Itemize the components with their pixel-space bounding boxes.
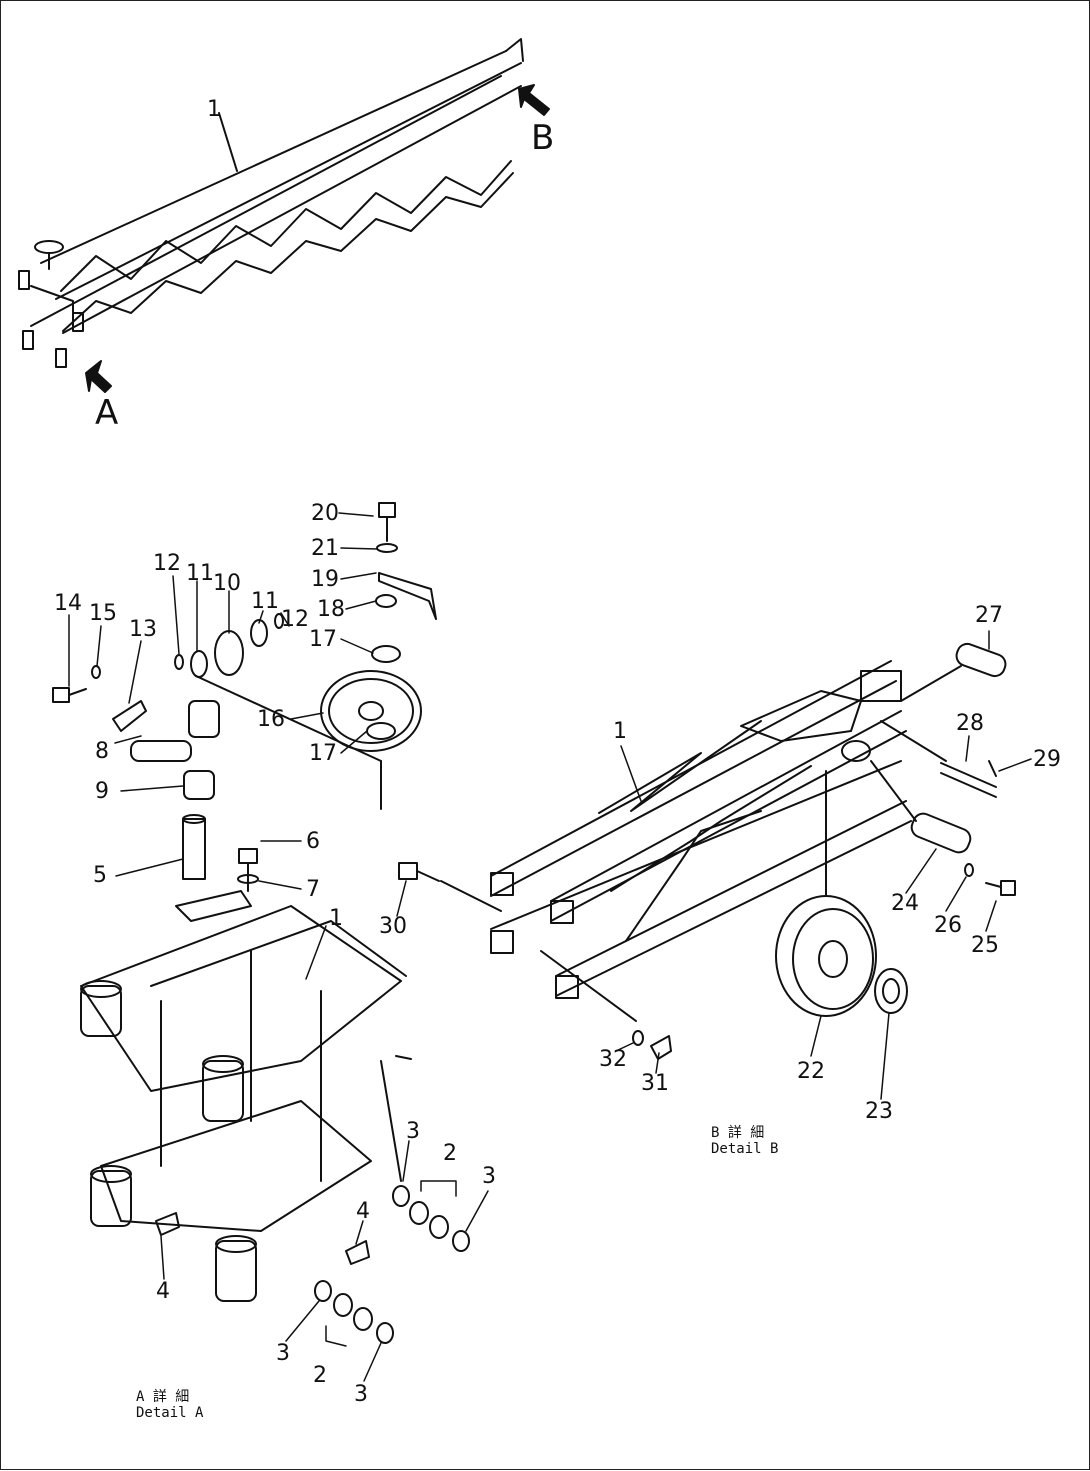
callout-12: 12 — [281, 607, 309, 632]
callout-3: 3 — [276, 1341, 290, 1366]
callout-18: 18 — [317, 597, 345, 622]
callout-4: 4 — [156, 1279, 170, 1304]
callout-6: 6 — [306, 829, 320, 854]
detail-b-caption-jp: B 詳 細 — [711, 1125, 765, 1141]
arrow-b-icon — [518, 84, 550, 116]
callout-28: 28 — [956, 711, 984, 736]
detail-b-caption: B 詳 細 Detail B — [711, 1125, 778, 1157]
callout-3: 3 — [482, 1164, 496, 1189]
callout-16: 16 — [257, 707, 285, 732]
detail-a-caption: A 詳 細 Detail A — [136, 1389, 203, 1421]
callout-10: 10 — [213, 571, 241, 596]
callout-21: 21 — [311, 536, 339, 561]
callout-17: 17 — [309, 627, 337, 652]
callout-23: 23 — [865, 1099, 893, 1124]
detail-b-caption-en: Detail B — [711, 1141, 779, 1158]
callout-25: 25 — [971, 933, 999, 958]
callout-3: 3 — [354, 1382, 368, 1407]
detail-a-caption-jp: A 詳 細 — [136, 1389, 190, 1405]
callout-9: 9 — [95, 779, 109, 804]
callout-8: 8 — [95, 739, 109, 764]
detail-b-drawing — [398, 642, 1016, 1060]
callout-11: 11 — [251, 589, 279, 614]
callout-14: 14 — [54, 591, 82, 616]
arrow-b-label: B — [531, 118, 555, 158]
callout-12: 12 — [153, 551, 181, 576]
arrow-a-icon — [85, 360, 112, 393]
callout-29: 29 — [1033, 747, 1061, 772]
callout-19: 19 — [311, 567, 339, 592]
arrow-a-label: A — [95, 393, 119, 433]
detail-a-drawing — [52, 502, 470, 1344]
callout-13: 13 — [129, 617, 157, 642]
detail-a-caption-en: Detail A — [136, 1405, 204, 1422]
boom-overview — [18, 38, 524, 368]
callout-22: 22 — [797, 1059, 825, 1084]
callout-1: 1 — [329, 906, 343, 931]
callout-2: 2 — [313, 1363, 327, 1388]
callout-26: 26 — [934, 913, 962, 938]
callout-5: 5 — [93, 863, 107, 888]
callout-31: 31 — [641, 1071, 669, 1096]
callout-3: 3 — [406, 1119, 420, 1144]
callout-24: 24 — [891, 891, 919, 916]
callout-11: 11 — [186, 561, 214, 586]
callout-4: 4 — [356, 1199, 370, 1224]
callout-27: 27 — [975, 603, 1003, 628]
boom-callout-1: 1 — [207, 97, 221, 122]
callout-1: 1 — [613, 719, 627, 744]
callout-7: 7 — [306, 877, 320, 902]
leader-lines — [68, 512, 1032, 1382]
callout-32: 32 — [599, 1047, 627, 1072]
callout-2: 2 — [443, 1141, 457, 1166]
callout-15: 15 — [89, 601, 117, 626]
callout-20: 20 — [311, 501, 339, 526]
callout-30: 30 — [379, 914, 407, 939]
callout-17: 17 — [309, 741, 337, 766]
